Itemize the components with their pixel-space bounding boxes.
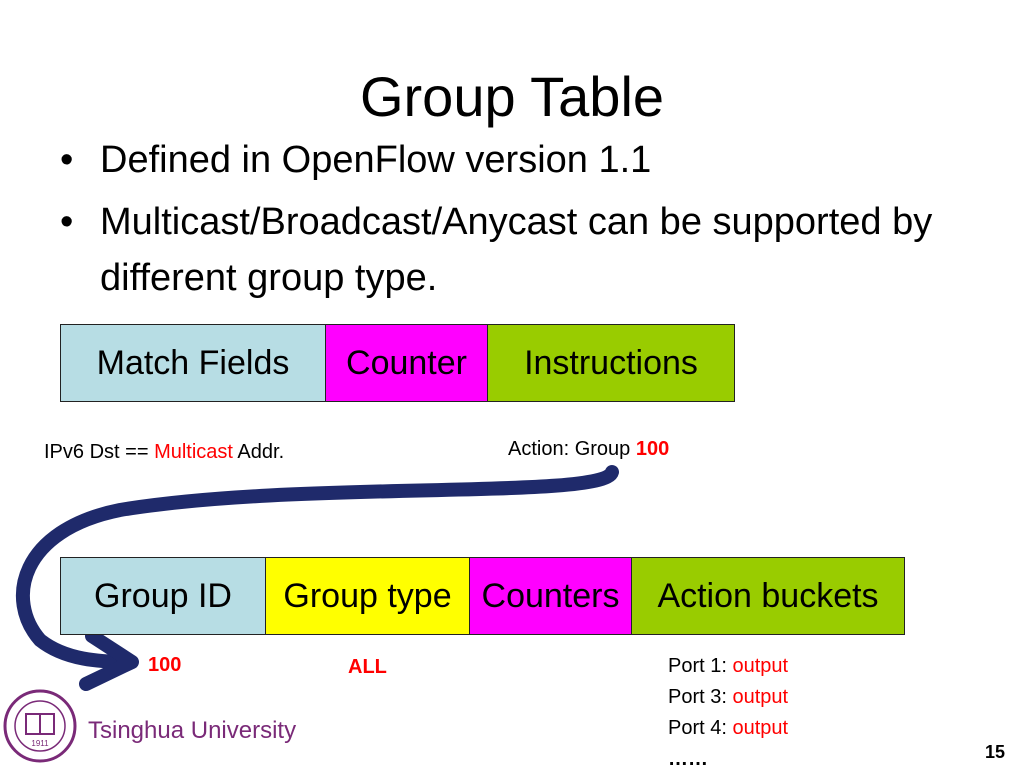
group-entry-table: Group ID Group type Counters Action buck… (60, 557, 905, 635)
bullet-text: Defined in OpenFlow version 1.1 (100, 139, 652, 181)
bullet-item: • Multicast/Broadcast/Anycast can be supp… (60, 194, 960, 306)
bullet-dot: • (60, 139, 74, 181)
action-annotation: Action: Group 100 (508, 438, 669, 461)
instructions-cell: Instructions (488, 325, 734, 401)
group-type-value: ALL (348, 656, 387, 678)
port-action: output (732, 717, 789, 739)
bullet-item: • Defined in OpenFlow version 1.1 (60, 132, 960, 188)
bullet-dot: • (60, 201, 74, 243)
port-action: output (732, 655, 789, 677)
counter-cell: Counter (326, 325, 488, 401)
match-annotation-highlight: Multicast (154, 441, 233, 463)
match-annotation-suffix: Addr. (232, 441, 285, 463)
group-id-cell: Group ID (61, 558, 266, 634)
action-annotation-highlight: 100 (635, 438, 670, 460)
port-entry: Port 1: output (668, 651, 788, 682)
slide-title: Group Table (359, 65, 665, 128)
port-entry: Port 4: output (668, 713, 788, 744)
port-label: Port 4: (668, 717, 733, 739)
arrow-head (79, 629, 139, 691)
action-bucket-list: Port 1: output Port 3: output Port 4: ou… (668, 651, 788, 775)
action-annotation-prefix: Action: Group (508, 438, 636, 460)
tsinghua-seal-icon: 1911 (3, 689, 77, 763)
flow-entry-table: Match Fields Counter Instructions (60, 324, 735, 402)
match-annotation-prefix: IPv6 Dst == (44, 441, 155, 463)
university-name: Tsinghua University (88, 717, 297, 744)
port-action: output (732, 686, 789, 708)
action-buckets-cell: Action buckets (632, 558, 904, 634)
match-fields-cell: Match Fields (61, 325, 326, 401)
port-label: Port 3: (668, 686, 733, 708)
bullet-text: Multicast/Broadcast/Anycast can be suppo… (100, 201, 933, 299)
arrow-curve (15, 465, 619, 669)
port-label: Port 1: (668, 655, 733, 677)
ellipsis: …… (668, 748, 708, 770)
seal-year: 1911 (31, 739, 49, 748)
bullet-list: • Defined in OpenFlow version 1.1 • Multic… (60, 132, 960, 312)
group-id-value: 100 (148, 654, 182, 676)
port-entry: Port 3: output (668, 682, 788, 713)
match-annotation: IPv6 Dst == Multicast Addr. (44, 441, 284, 464)
group-type-cell: Group type (266, 558, 470, 634)
counters-cell: Counters (470, 558, 632, 634)
page-number: 15 (985, 742, 1006, 762)
